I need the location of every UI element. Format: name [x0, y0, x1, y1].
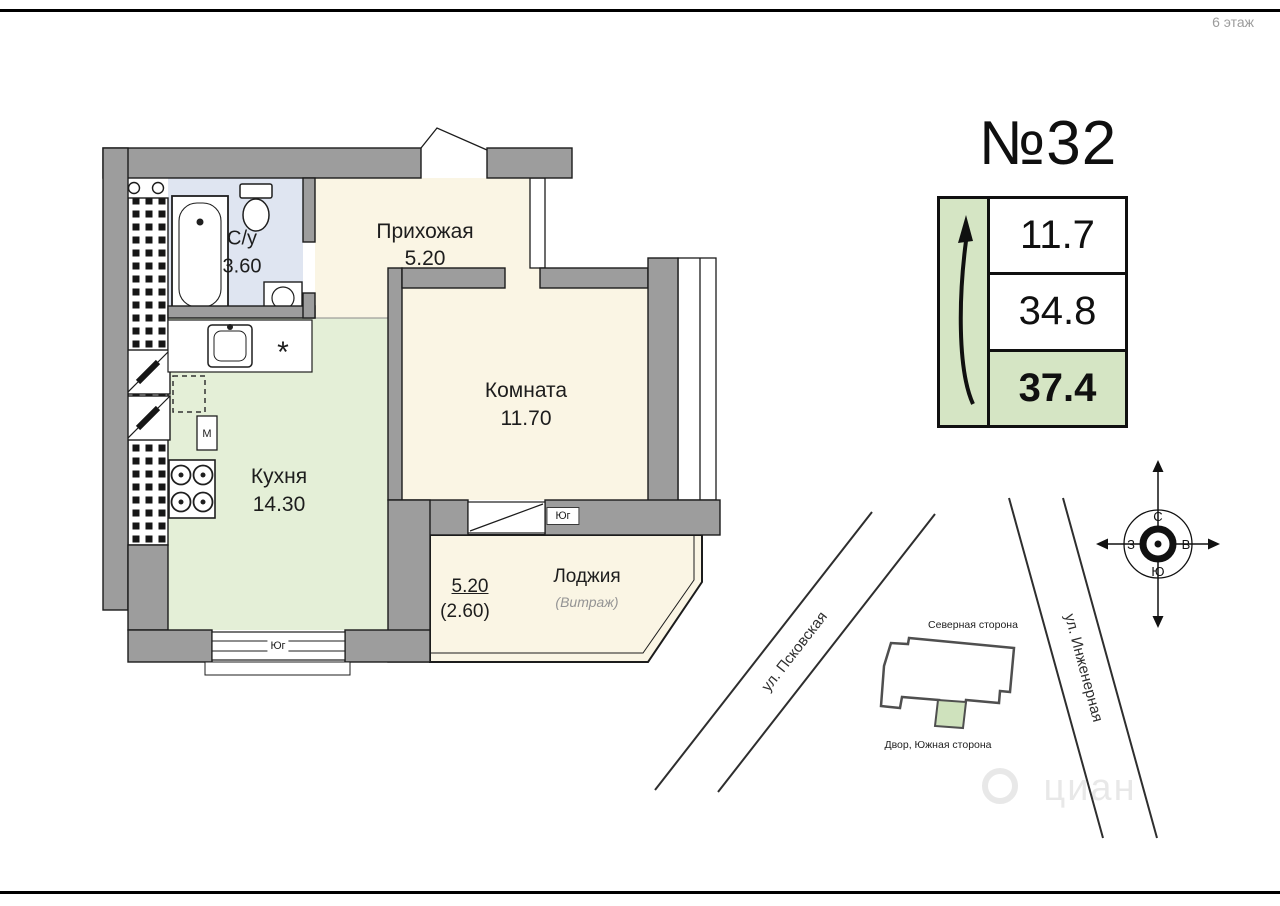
compass-arrow-west-icon: [1096, 538, 1108, 550]
wall-room-right: [647, 257, 679, 503]
building-footprint: [879, 636, 1016, 714]
loggia-area-coef: (2.60): [440, 601, 490, 622]
compass-rose: С Ю З В: [1096, 460, 1220, 628]
stove: [168, 459, 216, 519]
riser-circle-1: [127, 181, 141, 195]
wall-room-top-left: [401, 267, 506, 289]
burner-1: [170, 464, 192, 486]
area-rows: 11.7 34.8 37.4: [990, 199, 1125, 425]
hallway-area: 5.20: [404, 247, 446, 270]
wall-left: [102, 147, 129, 611]
riser-circle-2: [151, 181, 165, 195]
total-area-value: 37.4: [990, 351, 1125, 425]
wall-bottom-right: [344, 629, 431, 663]
wall-top-right: [486, 147, 573, 179]
hallway-name: Прихожая: [376, 220, 474, 243]
entrance-arrow-icon: [958, 215, 975, 405]
burner-1-dot: [178, 472, 184, 478]
bottom-divider: [0, 891, 1280, 894]
living-area-value: 11.7: [1020, 213, 1095, 258]
fixtures: [167, 183, 313, 519]
orientation-arrow-column: [940, 199, 990, 425]
burner-2: [192, 464, 214, 486]
site-north-label: Северная сторона: [928, 619, 1018, 631]
washing-machine: [196, 415, 218, 451]
hallway-floor-strip: [315, 268, 390, 320]
compass-south-label: Ю: [1151, 564, 1164, 579]
compass-center-dot: [1154, 540, 1162, 548]
street-left-label: ул. Псковская: [758, 609, 831, 695]
street-right-line-1: [1008, 497, 1104, 839]
watermark: циан: [982, 767, 1135, 809]
wall-hall-room: [387, 267, 403, 501]
compass-north-label: С: [1153, 509, 1162, 524]
bay-outline: [420, 127, 488, 151]
top-divider: [0, 9, 1280, 12]
compass-outer-circle: [1123, 509, 1193, 579]
loggia-area-full: 5.20: [451, 576, 489, 597]
burner-3-dot: [178, 499, 184, 505]
kitchen-name: Кухня: [250, 465, 308, 488]
south-window-label-2: Юг: [546, 507, 580, 525]
neighbor-loggia-outline: [677, 257, 717, 501]
thin-outlines: [315, 127, 717, 501]
wall-bath-right-lower: [302, 292, 316, 319]
toilet-bowl: [242, 198, 270, 232]
kitchen-sink-bowl: [213, 330, 247, 362]
apartment-location-marker: [933, 698, 968, 730]
wall-left-foot: [127, 544, 169, 631]
compass-arrow-south-icon: [1152, 616, 1164, 628]
loggia-name: Лоджия: [553, 566, 621, 587]
site-south-label: Двор, Южная сторона: [884, 739, 991, 751]
south-window-label-1: Юг: [267, 640, 289, 652]
vent-box-2-mark: [135, 405, 161, 431]
street-left-line-1: [654, 511, 873, 791]
kitchen-faucet: [227, 324, 233, 330]
duct-shaft: [529, 177, 546, 269]
wall-bath-bottom: [167, 305, 316, 319]
wall-room-top-right: [539, 267, 649, 289]
bathtub-drain: [196, 218, 204, 226]
compass-arrow-east-icon: [1208, 538, 1220, 550]
burner-4-dot: [200, 499, 206, 505]
street-right-line-2: [1062, 497, 1158, 839]
compass-arrow-north-icon: [1152, 460, 1164, 472]
burner-4: [192, 491, 214, 513]
floor-label: 6 этаж: [1212, 14, 1254, 30]
vent-box-1-mark: [135, 359, 161, 385]
wall-bath-right-upper: [302, 177, 316, 243]
watermark-logo-icon: [982, 768, 1018, 804]
loggia-glazing-line: [430, 535, 695, 654]
apartment-number: №32: [978, 109, 1118, 178]
washer-mark: M: [202, 428, 211, 440]
room-area: 11.70: [500, 407, 552, 430]
vent-shaft-column: [125, 181, 171, 546]
fridge-dashed: [172, 375, 206, 413]
loggia-window-sash: [469, 503, 544, 532]
compass-west-label: З: [1127, 537, 1135, 552]
bathroom-area: 3.60: [222, 255, 262, 278]
wall-bottom-left: [127, 629, 213, 663]
bathroom-name: С/у: [227, 227, 257, 250]
toilet-tank: [239, 183, 273, 199]
compass-east-label: В: [1182, 537, 1191, 552]
stove-mark: *: [277, 336, 289, 369]
walls: [102, 147, 721, 663]
burner-2-dot: [200, 472, 206, 478]
wall-top-left: [102, 147, 422, 179]
kitchen-area: 14.30: [252, 493, 306, 516]
area-without-loggia-value: 34.8: [990, 272, 1125, 352]
south-window-sill: [204, 661, 351, 676]
room-name: Комната: [484, 379, 568, 402]
street-left-line-2: [717, 513, 936, 793]
street-lines: [654, 497, 1158, 839]
loggia-glazing-note: (Витраж): [555, 594, 619, 610]
living-room-floor: [402, 288, 648, 500]
area-summary-table: 11.7 34.8 37.4: [937, 196, 1128, 428]
bathtub: [171, 195, 229, 315]
burner-3: [170, 491, 192, 513]
